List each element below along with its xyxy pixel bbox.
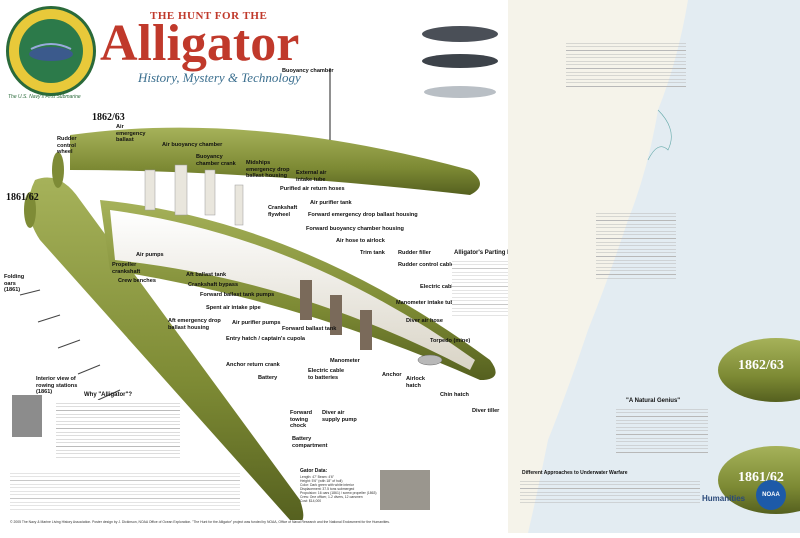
label-diver-tiller: Diver tiller — [472, 408, 500, 414]
label-rudder: Rudder control wheel — [57, 136, 77, 155]
inventor-list — [10, 470, 240, 510]
gator-data-row: Length: 47' Beam: 4'6" — [300, 474, 334, 479]
different-approaches-heading: Different Approaches to Underwater Warfa… — [522, 470, 628, 476]
different-approaches-body — [520, 478, 700, 504]
portrait-photo — [12, 395, 42, 437]
label-anchor-compartment: Anchor compartment — [336, 392, 372, 405]
label-trim-tank: Trim tank — [360, 250, 385, 256]
label-diver-air-hose: Diver air hose — [406, 318, 443, 324]
label-forward-towing-chock: Forward towing chock — [290, 410, 313, 429]
title-prefix: THE HUNT FOR THE — [150, 10, 268, 22]
label-forward-ballast-pumps: Forward ballast tank pumps — [200, 292, 275, 298]
label-chin-hatch: Chin hatch — [440, 392, 469, 398]
label-air-purifier-tank: Air purifier tank — [310, 200, 352, 206]
alligator-parting-heading: Alligator's Parting Mystery — [454, 250, 530, 256]
label-battery-compartment: Battery compartment — [292, 436, 328, 449]
label-buoyancy-chamber-crank: Buoyancy chamber crank — [196, 154, 236, 167]
label-air-hose-airlock: Air hose to airlock — [336, 238, 385, 244]
label-interior-view: Interior view of rowing stations (1861) — [36, 376, 78, 395]
humanities-logo: Humanities — [702, 494, 746, 503]
gator-data-row: Crew: One officer, 1-2 divers, 12 oarsme… — [300, 494, 363, 499]
gator-data-row: Color: Dark green with white interior — [300, 482, 354, 487]
label-spent-air-intake: Spent air intake pipe — [206, 305, 261, 311]
gator-data-heading: Gator Data: — [300, 468, 328, 474]
label-manometer-intake: Manometer intake tube — [396, 300, 457, 306]
label-crew-benches: Crew benches — [118, 278, 156, 284]
label-rudder-filler: Rudder filler — [398, 250, 431, 256]
noaa-logo: NOAA — [756, 480, 786, 510]
label-manometer: Manometer — [330, 358, 360, 364]
diver-photo — [380, 470, 430, 510]
label-airlock-hatch: Airlock hatch — [406, 376, 425, 389]
label-aft-ballast-tank: Aft ballast tank — [186, 272, 227, 278]
alligator-cutaway-diagram — [19, 68, 496, 520]
why-alligator-heading: Why "Alligator"? — [84, 392, 133, 398]
label-midships-drop-ballast: Midships emergency drop ballast housing — [246, 160, 290, 179]
gator-data-row: Cost: $14,000 — [300, 498, 322, 503]
label-air-emergency-ballast: Air emergency ballast — [116, 124, 146, 143]
label-external-air-intake: External air intake tube — [296, 170, 327, 183]
label-forward-emergency-drop: Forward emergency drop ballast housing — [308, 212, 418, 218]
label-crankshaft-flywheel: Crankshaft flywheel — [268, 205, 298, 218]
year-label-right-top: 1862/63 — [738, 358, 784, 373]
label-anchor-return-crank: Anchor return crank — [226, 362, 280, 368]
natural-genius-heading: "A Natural Genius" — [626, 398, 681, 404]
label-crankshaft-bypass: Crankshaft bypass — [188, 282, 239, 288]
year-label-top: 1862/63 — [92, 112, 125, 123]
label-torpedo: Torpedo (mine) — [430, 338, 471, 344]
label-entry-hatch: Entry hatch / captain's cupola — [226, 336, 306, 342]
map-text-mid — [596, 210, 676, 280]
label-electric-cable: Electric cable — [420, 284, 457, 290]
gator-data-row: Displacement: 37.5 tons submerged — [300, 486, 355, 491]
label-air-buoyancy-chamber: Air buoyancy chamber — [162, 142, 223, 148]
label-battery: Battery — [258, 375, 278, 381]
label-anchor: Anchor — [382, 372, 402, 378]
right-hull-renders — [718, 338, 800, 514]
seal-ring-text: The U.S. Navy's First Submarine — [8, 94, 81, 100]
label-electric-cable-batteries: Electric cable to batteries — [308, 368, 345, 381]
label-buoyancy-chamber: Buoyancy chamber — [282, 68, 334, 74]
label-folding-oars: Folding oars (1861) — [4, 274, 25, 293]
label-rudder-control-cable: Rudder control cable — [398, 262, 454, 268]
natural-genius-body — [616, 406, 708, 454]
year-label-bottom: 1861/62 — [6, 192, 39, 203]
gator-data-row: Height: 5'6" (with 18" of hull) — [300, 478, 343, 483]
submarine-profiles — [422, 26, 498, 98]
footer-credits: © 2005 The Navy & Marine Living History … — [10, 520, 390, 524]
label-forward-buoyancy-housing: Forward buoyancy chamber housing — [306, 226, 404, 232]
label-air-pumps: Air pumps — [136, 252, 164, 258]
label-diver-air-supply: Diver air supply pump — [322, 410, 357, 423]
navy-seal-logo — [6, 6, 96, 96]
page-subtitle: History, Mystery & Technology — [138, 70, 301, 85]
page-title: Alligator — [100, 15, 300, 72]
gator-data-row: Propulsion: 16 oars (1861) / screw prope… — [300, 490, 377, 495]
label-propeller-crankshaft: Propeller crankshaft — [112, 262, 141, 275]
label-aft-emergency-drop: Aft emergency drop ballast housing — [168, 318, 221, 331]
map-text-top — [566, 40, 686, 90]
why-alligator-body — [56, 400, 180, 460]
label-air-purifier-pumps: Air purifier pumps — [232, 320, 281, 326]
label-forward-ballast-tank: Forward ballast tank — [282, 326, 337, 332]
label-purified-air-return: Purified air return hoses — [280, 186, 345, 192]
gator-data-box: Gator Data: Length: 47' Beam: 4'6" Heigh… — [300, 468, 380, 503]
